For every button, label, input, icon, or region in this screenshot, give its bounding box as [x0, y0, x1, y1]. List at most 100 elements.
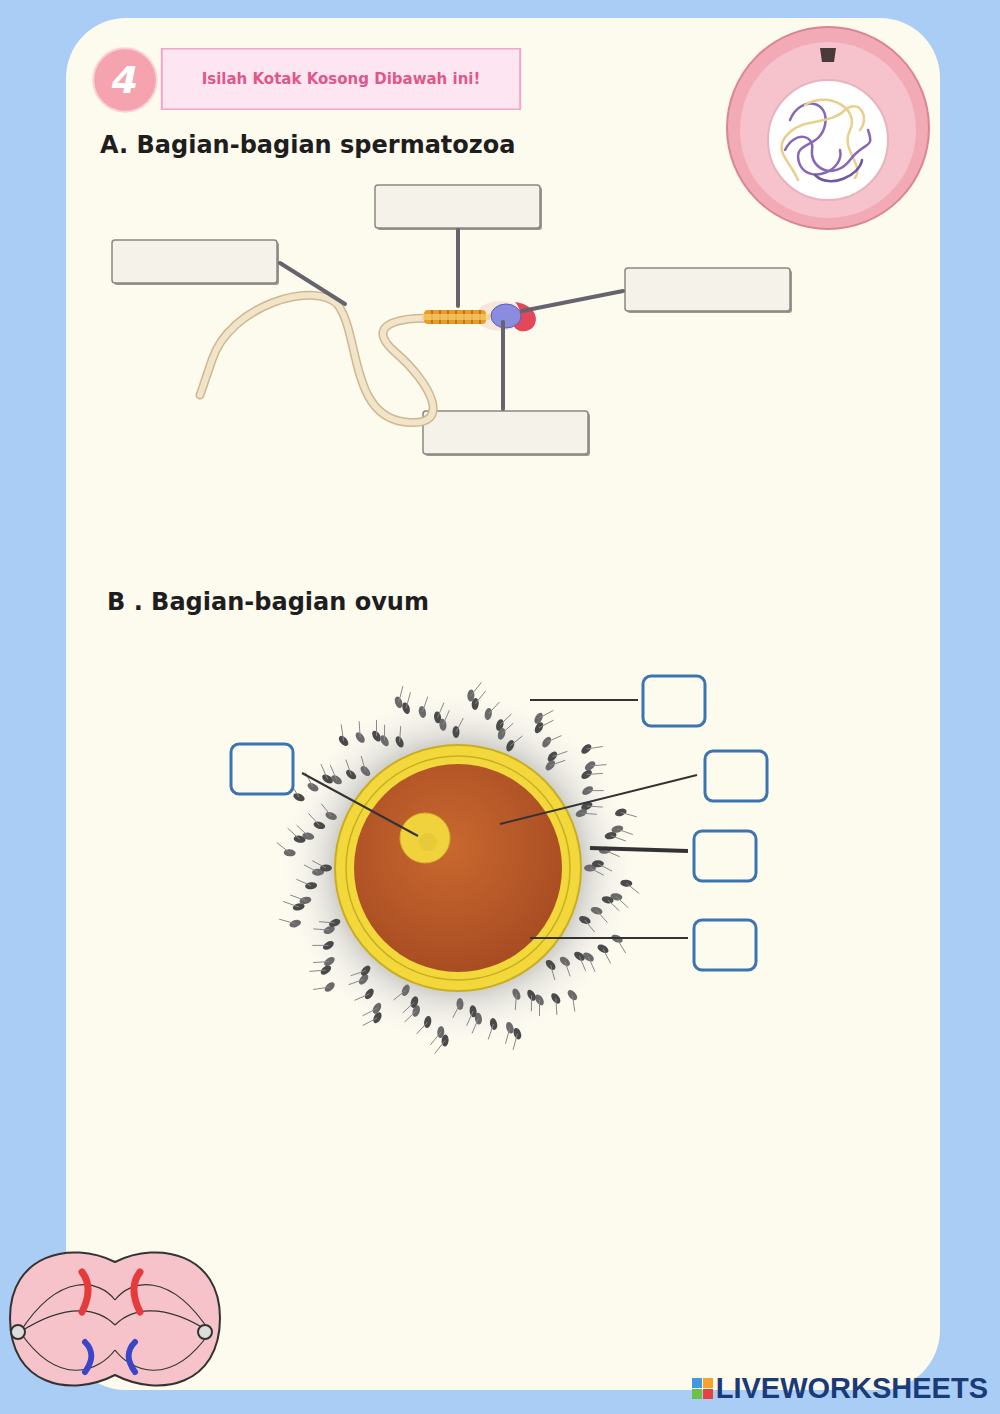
corona-cell-process	[472, 1019, 478, 1034]
corona-cell-process	[279, 919, 295, 923]
nucleus-illustration	[727, 27, 929, 229]
corona-cell-process	[621, 812, 637, 816]
corona-cell-process	[351, 971, 366, 976]
corona-cell-process	[597, 911, 608, 923]
corona-cell-process	[296, 879, 311, 885]
corona-cell-process	[617, 829, 633, 834]
corona-cell-process	[510, 736, 522, 746]
leader-line	[280, 230, 623, 409]
corona-cell-process	[359, 721, 360, 737]
corona-cell-process	[611, 836, 626, 841]
corona-cell-process	[586, 747, 603, 750]
corona-cell-process	[588, 790, 604, 791]
corona-cell-process	[531, 995, 532, 1011]
corona-cell-process	[321, 804, 331, 816]
corona-cell-process	[587, 773, 603, 774]
corona-cell-process	[502, 723, 514, 734]
corona-cell-process	[617, 939, 626, 953]
corona-cell-process	[552, 751, 567, 756]
corona-cell-process	[550, 760, 565, 765]
corona-cell-process	[471, 683, 481, 696]
corona-cell-process	[330, 765, 336, 780]
step-number-badge: 4	[92, 47, 158, 113]
corona-cell-process	[430, 1032, 440, 1045]
page-panel	[66, 18, 940, 1390]
corona-cell-process	[312, 861, 326, 868]
corona-cell-process	[488, 702, 499, 714]
instruction-banner-text: Isilah Kotak Kosong Dibawah ini!	[202, 70, 481, 88]
banner-rect	[162, 49, 520, 110]
corona-cell-process	[304, 865, 318, 872]
corona-cell-process	[589, 957, 596, 972]
dividing-cell-illustration	[10, 1252, 220, 1385]
corona-cell-process	[319, 922, 335, 923]
corona-cell-process	[400, 726, 401, 742]
badge-circle	[93, 48, 156, 111]
watermark: LIVEWORKSHEETS	[716, 1372, 988, 1405]
corona-cell-process	[551, 965, 555, 980]
corona-cell-process	[394, 990, 406, 1000]
corona-cell-process	[467, 1011, 474, 1026]
corona-cell-process	[361, 756, 365, 771]
corona-cell-process	[313, 987, 330, 990]
instruction-banner: Isilah Kotak Kosong Dibawah ini!	[160, 48, 522, 110]
corona-cell-process	[384, 725, 385, 741]
corona-cell-process	[346, 760, 351, 775]
corona-cell-process	[376, 720, 377, 736]
corona-cell-process	[616, 897, 628, 908]
corona-cell-process	[355, 994, 370, 1001]
corona-cell-process	[608, 900, 620, 911]
corona-cell-process	[456, 718, 463, 732]
corona-cell-process	[572, 995, 574, 1011]
corona-cell-process	[341, 725, 343, 741]
corona-cell-process	[349, 979, 364, 984]
corona-cell-process	[417, 1022, 428, 1034]
corona-cell-process	[283, 902, 299, 907]
corona-cell-process	[539, 1000, 540, 1016]
corona-cell-process	[585, 920, 595, 932]
corona-cell-process	[581, 813, 597, 814]
corona-cell-process	[288, 828, 300, 839]
corona-cell-process	[500, 714, 512, 725]
corona-cell-process	[310, 970, 326, 971]
corona-cell-process	[547, 736, 562, 743]
watermark-icon	[692, 1378, 713, 1399]
corona-cell-process	[587, 806, 603, 807]
corona-cell-process	[290, 895, 305, 900]
corona-cell-process	[363, 1008, 378, 1016]
corona-cell-process	[403, 1002, 415, 1013]
corona-cell-process	[309, 814, 320, 826]
corona-cell-process	[405, 1011, 417, 1022]
corona-cell-process	[488, 1024, 493, 1039]
corona-cell-process	[297, 825, 309, 836]
corona-cell-process	[598, 864, 612, 871]
leader-line	[302, 700, 697, 938]
corona-cell-process	[539, 720, 554, 728]
answer-box	[112, 185, 792, 456]
corona-cell-process	[312, 945, 328, 946]
sperm-illustration	[200, 295, 536, 422]
corona-cell-process	[438, 703, 444, 718]
corona-cell-process	[603, 949, 611, 964]
answer-box	[231, 676, 767, 970]
corona-cell-process	[579, 956, 585, 971]
section-heading: A. Bagian-bagian spermatozoa	[100, 131, 515, 159]
corona-cell-process	[443, 710, 450, 725]
corona-cell-process	[422, 697, 427, 712]
step-number-badge-text: 4	[112, 58, 138, 102]
corona-cell-process	[313, 929, 329, 930]
corona-cell-process	[515, 994, 516, 1010]
corona-cell-process	[453, 1004, 460, 1018]
corona-cell-process	[590, 868, 604, 875]
corona-cell-process	[626, 883, 639, 893]
corona-cell-process	[406, 692, 410, 708]
corona-cell-process	[506, 1028, 510, 1044]
corona-cell	[505, 1021, 515, 1035]
corona-cell-process	[513, 1034, 517, 1050]
corona-cell-process	[321, 764, 328, 779]
corona-cell-process	[539, 711, 554, 719]
corona-cell-process	[605, 850, 620, 856]
ovum-illustration	[277, 683, 639, 1054]
